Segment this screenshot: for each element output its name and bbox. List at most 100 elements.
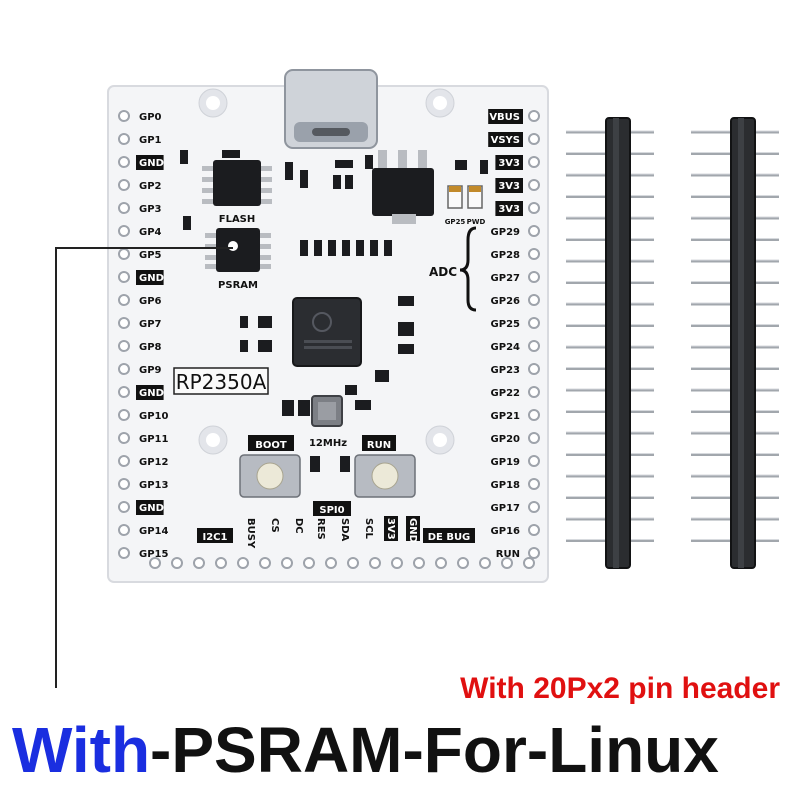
pin-label: GP9 [139,365,162,376]
pin-hole [118,179,130,191]
adc-bracket [459,226,477,312]
pin-hole [118,317,130,329]
pin-label-box [495,178,523,193]
pin-label: GP25 [491,319,520,330]
pin-label: VBUS [489,112,520,123]
pin-hole [528,340,540,352]
pin-label: GP15 [139,549,168,560]
right-pin-labels: VBUSVSYS3V33V33V3GP29GP28GP27GP26GP25GP2… [488,109,523,560]
pin-hole [528,248,540,260]
run-label: RUN [367,440,391,451]
pin-label-box [495,201,523,216]
pin-label: 3V3 [385,518,396,540]
pin-hole [149,557,161,569]
run-label-box [362,435,396,451]
pin-headers [566,117,779,569]
crystal-oscillator [311,395,343,427]
pin-hole [237,557,249,569]
pin-hole [528,455,540,467]
boot-button [239,454,301,498]
pin-hole [118,432,130,444]
pin-hole [528,133,540,145]
pin-label-box [495,155,523,170]
i2c-label-box [197,528,233,543]
psram-chip [205,228,271,272]
pin-hole [118,478,130,490]
pin-label: GND [139,273,164,284]
pin-hole [118,455,130,467]
usb-c-connector [284,69,378,149]
voltage-regulator [372,150,434,224]
pin-label-box [136,270,164,285]
flash-chip [202,160,272,206]
bottom-pin-holes [149,557,535,569]
pin-label: CS [269,518,280,533]
pin-label: GP13 [139,480,168,491]
pin-label-box [136,385,164,400]
pin-hole [215,557,227,569]
pin-header-strip [566,117,654,569]
pin-label-box [406,516,420,541]
pin-hole [118,248,130,260]
pin-label: GP6 [139,296,162,307]
pin-label: GP5 [139,250,162,261]
pin-hole [193,557,205,569]
pin-label: GND [139,503,164,514]
pin-hole [391,557,403,569]
pin-label-box [384,516,398,541]
pin-hole [325,557,337,569]
title-rest: -PSRAM-For-Linux [150,714,719,786]
pin-label: GP0 [139,112,162,123]
pin-hole [413,557,425,569]
pin-hole [118,294,130,306]
i2c-label: I2C1 [203,532,228,543]
boot-label-box [248,435,294,451]
pin-hole [528,317,540,329]
pin-hole [118,110,130,122]
pin-hole [118,133,130,145]
right-pin-holes [528,110,540,559]
pin-label: GP12 [139,457,168,468]
pin-hole [479,557,491,569]
crystal-label: 12MHz [309,438,347,449]
pin-hole [303,557,315,569]
pin-hole [457,557,469,569]
chip-label: RP2350A [176,370,267,394]
pin-label: VSYS [491,135,520,146]
pin-header-strip [691,117,779,569]
pin-hole [528,225,540,237]
pin-label: GP7 [139,319,162,330]
pin-hole [528,547,540,559]
flash-label: FLASH [219,214,256,225]
run-button [354,454,416,498]
pin-hole [528,432,540,444]
pin-label: GP10 [139,411,168,422]
pin-label-box [136,500,164,515]
pin-hole [118,271,130,283]
pin-hole [118,386,130,398]
pin-label-box [488,132,523,147]
adc-label: ADC [429,265,457,279]
pin-label: GND [139,158,164,169]
pin-label-box [488,109,523,124]
spi-label-box [313,501,351,516]
pin-label: GP16 [491,526,520,537]
pin-hole [118,524,130,536]
pin-label: GP28 [491,250,520,261]
pin-hole [528,156,540,168]
pin-hole [528,271,540,283]
pin-label: BUSY [245,518,256,549]
pin-hole [118,409,130,421]
pin-label-box [136,155,164,170]
pin-hole [528,110,540,122]
pin-hole [347,557,359,569]
pin-hole [501,557,513,569]
pin-hole [118,225,130,237]
pin-hole [118,202,130,214]
pin-hole [528,294,540,306]
debug-label-box [423,528,475,543]
pin-label: DC [293,518,304,534]
smd-components [180,150,488,472]
